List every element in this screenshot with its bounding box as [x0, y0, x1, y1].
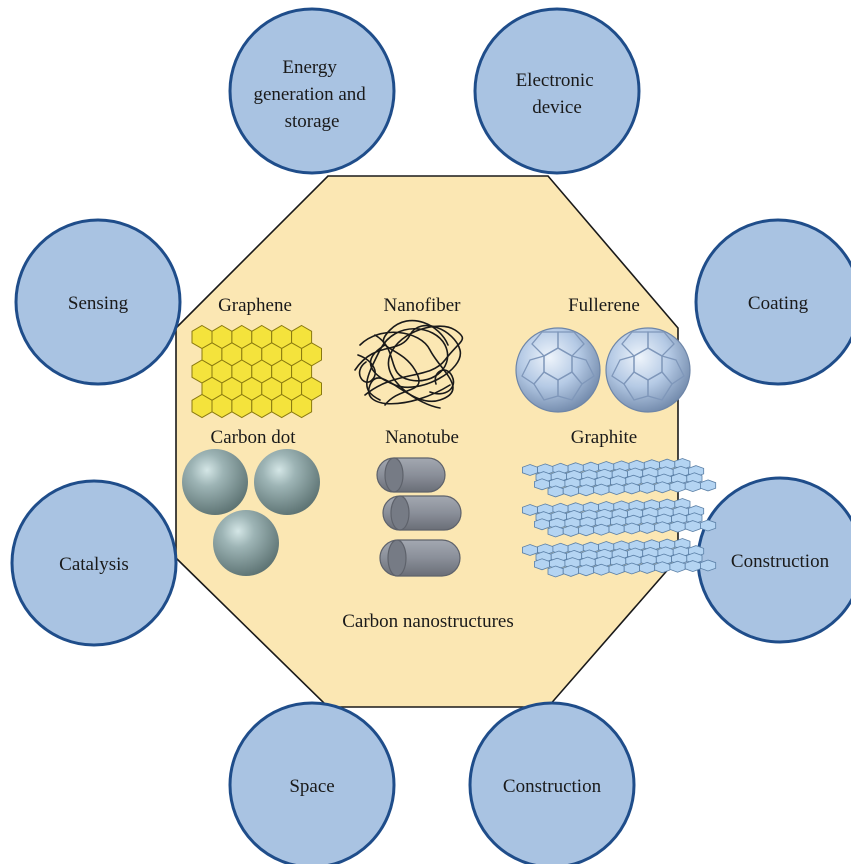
- graphite-hexagon: [700, 559, 717, 572]
- app-electronic-line-2: device: [532, 97, 582, 118]
- nanofiber-label: Nanofiber: [383, 295, 461, 316]
- graphite-hexagon: [669, 480, 686, 493]
- fullerene-label: Fullerene: [568, 295, 640, 316]
- fullerene-icon: [515, 327, 691, 413]
- graphite-hexagon: [608, 563, 625, 576]
- app-circle-construction-bottom: Construction: [468, 701, 636, 864]
- graphite-hexagon: [522, 544, 538, 556]
- graphite-hexagon: [684, 560, 701, 573]
- center-label: Carbon nanostructures: [342, 611, 513, 632]
- graphite-hexagon: [700, 519, 717, 532]
- app-circle-energy: Energy generation and storage: [228, 7, 396, 175]
- graphite-hexagon: [562, 564, 579, 577]
- graphite-hexagon: [639, 561, 656, 574]
- app-circle-coating: Coating: [694, 218, 851, 386]
- graphite-hexagon: [593, 563, 610, 576]
- graphite-hexagon: [578, 524, 595, 537]
- graphite-hexagon: [578, 484, 595, 497]
- graphite-hexagon: [669, 560, 686, 573]
- graphite-hexagon: [547, 525, 564, 538]
- app-sensing-label: Sensing: [68, 293, 129, 314]
- graphene-label: Graphene: [218, 295, 292, 316]
- svg-text:Electronic device: Electronic device: [516, 70, 599, 118]
- app-circle-space: Space: [228, 701, 396, 864]
- nanotube-label: Nanotube: [385, 427, 459, 448]
- graphite-hexagon: [593, 483, 610, 496]
- graphite-hexagon: [684, 480, 701, 493]
- app-energy-line-2: generation and: [253, 84, 366, 105]
- graphite-icon: [522, 458, 717, 578]
- app-electronic-line-1: Electronic: [516, 70, 594, 91]
- graphite-hexagon: [639, 521, 656, 534]
- app-energy-line-1: Energy: [282, 57, 337, 78]
- graphite-hexagon: [534, 558, 550, 571]
- graphite-hexagon: [547, 565, 564, 578]
- graphite-hexagon: [562, 484, 579, 497]
- graphite-hexagon: [623, 482, 640, 495]
- app-circle-catalysis: Catalysis: [10, 479, 178, 647]
- app-construction-right-label: Construction: [731, 551, 830, 572]
- graphite-hexagon: [593, 523, 610, 536]
- app-construction-bottom-label: Construction: [503, 776, 602, 797]
- app-circle-electronic: Electronic device: [473, 7, 641, 175]
- carbon-dot-label: Carbon dot: [211, 427, 297, 448]
- app-coating-label: Coating: [748, 293, 809, 314]
- svg-text:Energy generation and: Energy generation and storage: [253, 57, 370, 132]
- app-catalysis-label: Catalysis: [59, 554, 129, 575]
- graphite-hexagon: [623, 522, 640, 535]
- graphite-hexagon: [654, 481, 671, 494]
- graphite-hexagon: [654, 521, 671, 534]
- graphite-hexagon: [684, 520, 701, 533]
- carbon-dot-icon: [182, 449, 320, 576]
- app-space-label: Space: [289, 776, 334, 797]
- graphite-hexagon: [669, 520, 686, 533]
- graphite-hexagon: [623, 562, 640, 575]
- application-circles: Energy generation and storage Electronic…: [10, 7, 851, 864]
- graphite-label: Graphite: [571, 427, 637, 448]
- graphite-hexagon: [654, 561, 671, 574]
- graphite-hexagon: [608, 523, 625, 536]
- graphite-hexagon: [700, 479, 717, 492]
- nanotube-icon: [376, 457, 462, 577]
- graphite-hexagon: [578, 564, 595, 577]
- app-circle-sensing: Sensing: [14, 218, 182, 386]
- graphene-icon: [191, 324, 322, 419]
- graphene-hexagon: [291, 393, 313, 419]
- graphite-hexagon: [608, 483, 625, 496]
- graphite-hexagon: [534, 478, 550, 491]
- graphite-hexagon: [522, 464, 538, 476]
- graphite-hexagon: [562, 524, 579, 537]
- graphite-hexagon: [534, 518, 550, 531]
- app-circle-construction-right: Construction: [696, 476, 851, 644]
- app-energy-line-3: storage: [285, 111, 340, 132]
- graphite-hexagon: [547, 485, 564, 498]
- graphite-hexagon: [522, 504, 538, 516]
- graphite-hexagon: [639, 481, 656, 494]
- nanofiber-icon: [354, 319, 464, 409]
